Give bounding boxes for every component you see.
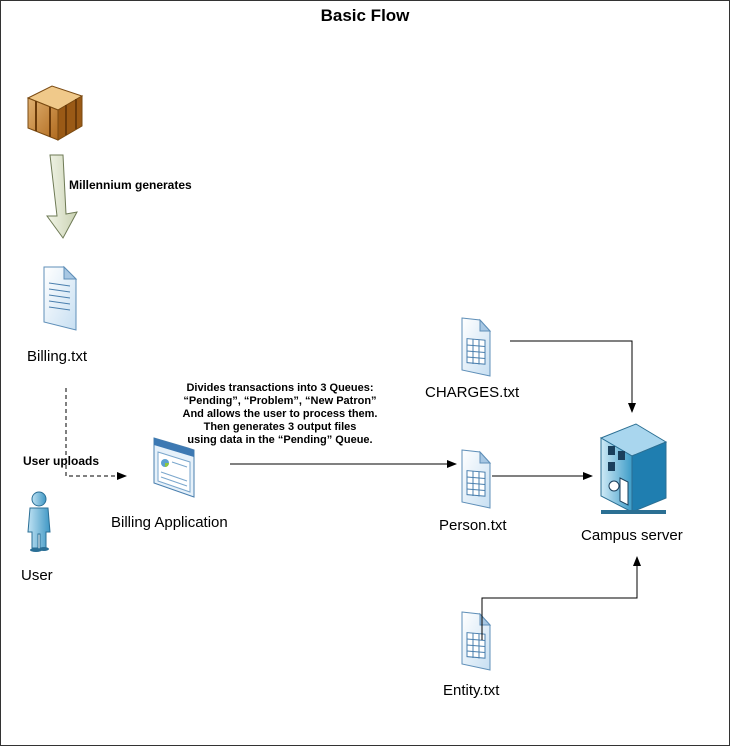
- entity-file-label: Entity.txt: [443, 682, 500, 699]
- spreadsheet-document-icon: [461, 611, 492, 671]
- application-window-icon: [153, 437, 195, 498]
- billing-file-label: Billing.txt: [27, 348, 88, 365]
- description-line: Divides transactions into 3 Queues:: [186, 382, 374, 394]
- description-line: And allows the user to process them.: [182, 408, 378, 420]
- spreadsheet-document-icon: [461, 317, 492, 377]
- user-label: User: [21, 567, 53, 584]
- server-building-icon: [599, 423, 668, 514]
- diagram-title: Basic Flow: [320, 6, 410, 25]
- campus-server-label: Campus server: [581, 527, 683, 544]
- entity-connector: [481, 556, 641, 640]
- description-line: Then generates 3 output files: [203, 421, 357, 433]
- text-document-icon: [43, 265, 78, 331]
- spreadsheet-document-icon: [461, 449, 492, 509]
- person-icon: [27, 491, 51, 552]
- charges-file-label: CHARGES.txt: [425, 384, 520, 401]
- person-file-label: Person.txt: [439, 517, 507, 534]
- billing-application-label: Billing Application: [111, 514, 228, 531]
- charges-connector: [510, 340, 636, 413]
- process-description: Divides transactions into 3 Queues: “Pen…: [155, 382, 405, 447]
- upload-connector: [65, 388, 127, 480]
- generate-arrow: [46, 154, 78, 239]
- description-line: using data in the “Pending” Queue.: [187, 434, 373, 446]
- millennium-generates-label: Millennium generates: [69, 178, 192, 192]
- package-box-icon: [26, 85, 84, 141]
- description-line: “Pending”, “Problem”, “New Patron”: [183, 395, 377, 407]
- user-uploads-label: User uploads: [23, 454, 100, 468]
